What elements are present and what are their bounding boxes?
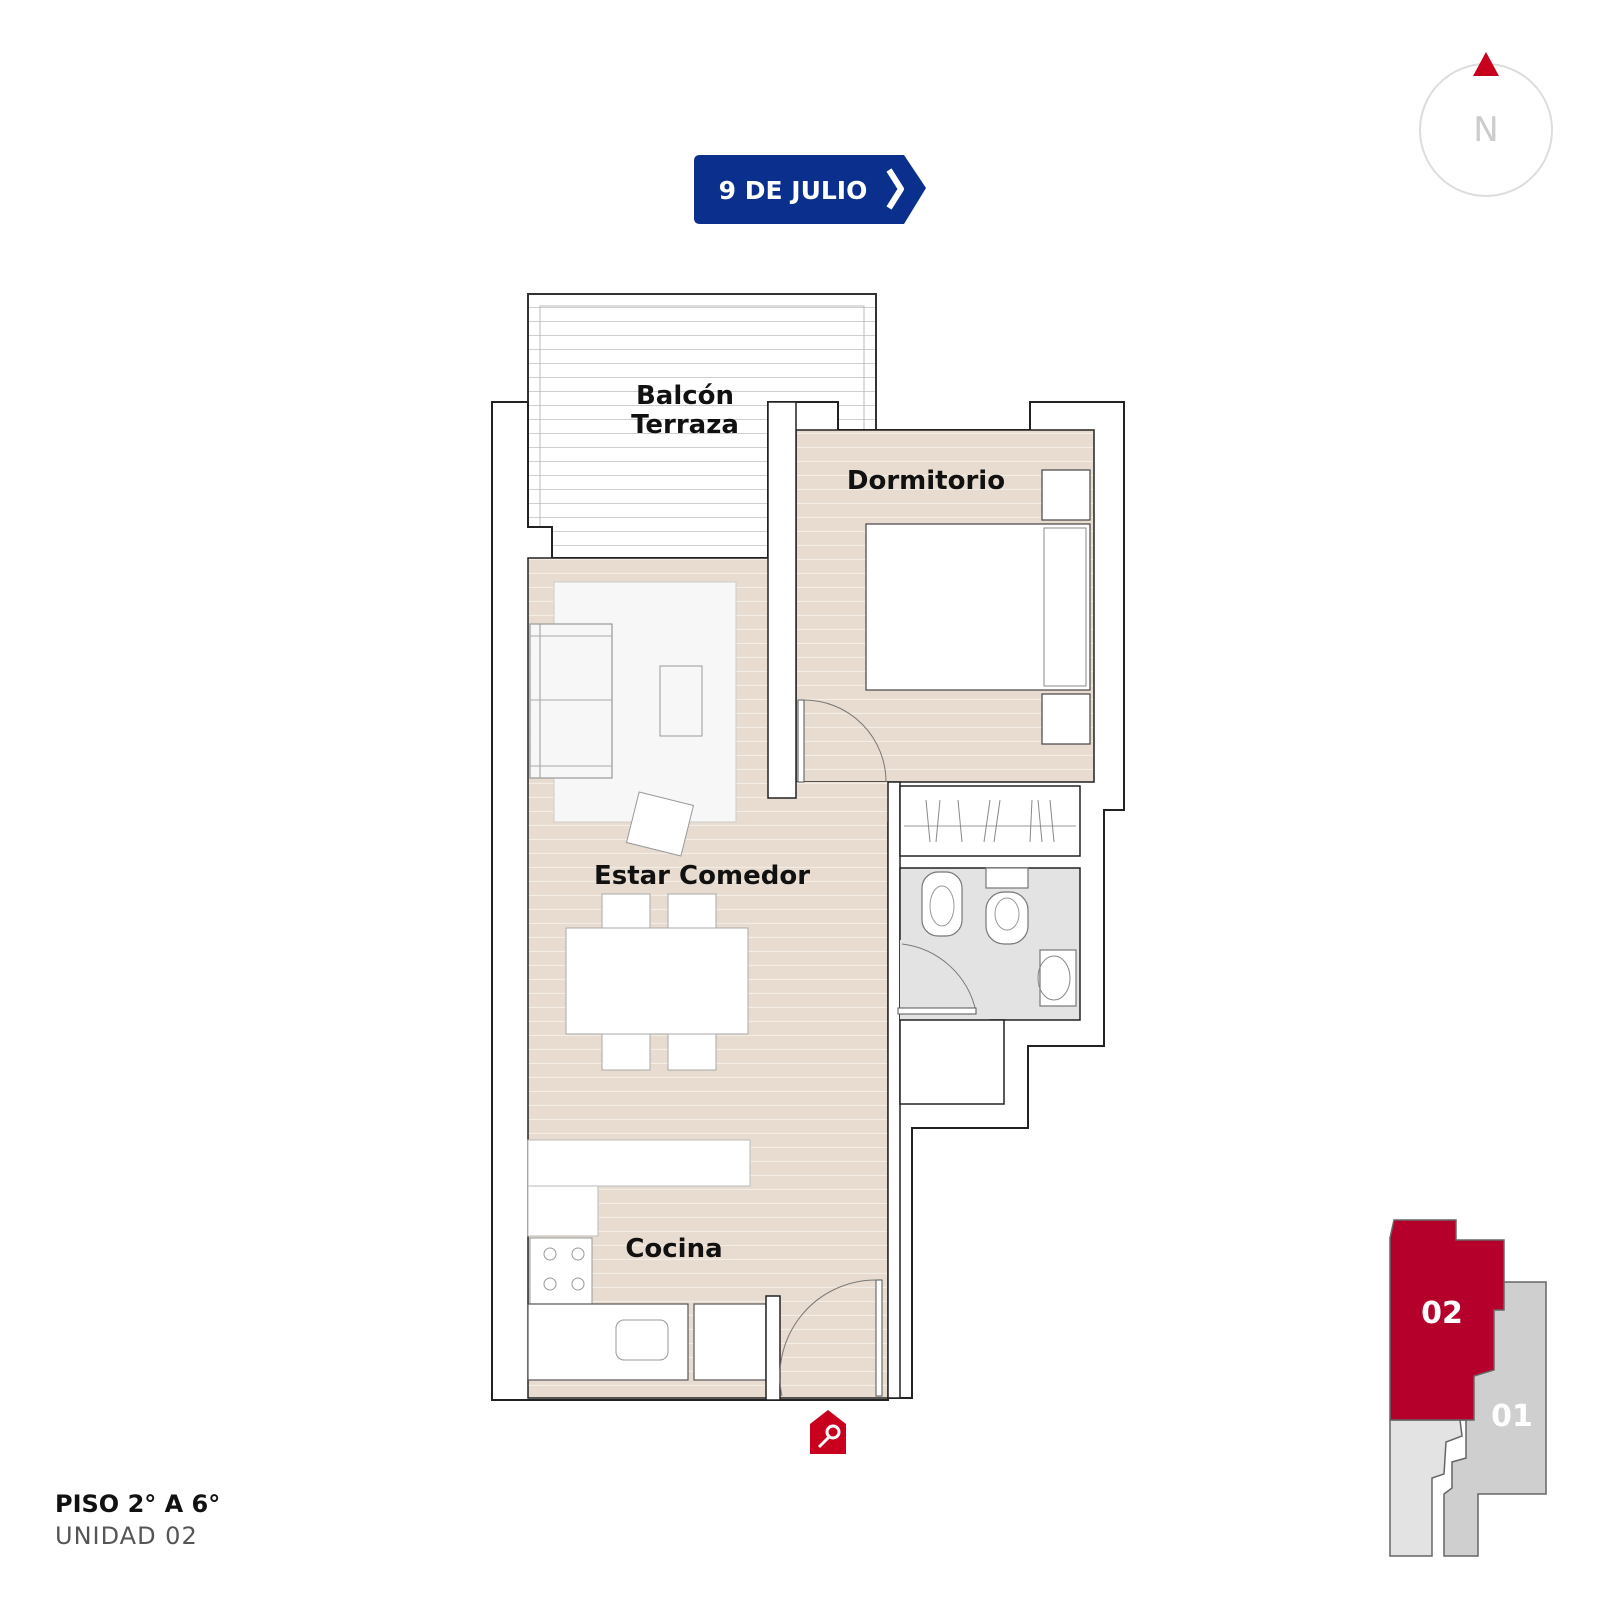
- key-plan-label-01: 01: [1491, 1399, 1533, 1434]
- interior-wall-east: [887, 781, 901, 1399]
- dining-set: [565, 893, 749, 1071]
- nightstand-bottom: [1041, 693, 1091, 745]
- plan-footer: PISO 2° A 6° UNIDAD 02: [55, 1488, 220, 1552]
- fridge: [693, 1303, 767, 1381]
- toilet-icon: [985, 867, 1029, 945]
- key-plan-unit-02: [1389, 1219, 1505, 1421]
- unit-name: UNIDAD 02: [55, 1522, 198, 1550]
- sofa: [529, 623, 613, 779]
- street-banner: 9 DE JULIO: [694, 155, 926, 224]
- bedroom-door[interactable]: [797, 699, 887, 783]
- key-icon: [810, 1410, 846, 1454]
- label-balcony-1: Balcón: [636, 381, 734, 411]
- bathroom[interactable]: [897, 867, 1081, 1021]
- compass-letter: N: [1473, 110, 1498, 150]
- label-living: Estar Comedor: [594, 861, 810, 891]
- sink-icon: [1037, 949, 1077, 1007]
- label-kitchen: Cocina: [625, 1234, 722, 1264]
- coffee-table: [659, 665, 703, 737]
- street-name: 9 DE JULIO: [719, 176, 868, 205]
- kitchen-wall-stub: [765, 1295, 781, 1401]
- closet[interactable]: [899, 785, 1081, 857]
- corridor-floor: [796, 782, 888, 822]
- label-bedroom: Dormitorio: [847, 466, 1005, 496]
- compass: N: [1419, 52, 1553, 197]
- entry-door[interactable]: [779, 1279, 883, 1397]
- north-arrow-icon: [1473, 52, 1499, 76]
- armchair: [625, 791, 695, 857]
- counter-upper: [527, 1185, 599, 1237]
- kitchen-island: [527, 1139, 751, 1187]
- kitchen-sink-icon: [615, 1319, 669, 1361]
- chevron-right-icon: [886, 168, 904, 210]
- storage: [899, 1019, 1005, 1105]
- key-plan: 02 01: [1389, 1219, 1547, 1557]
- key-plan-label-02: 02: [1421, 1296, 1463, 1331]
- bed: [865, 523, 1091, 691]
- nightstand-top: [1041, 469, 1091, 521]
- key-plan-core: [1389, 1419, 1463, 1557]
- interior-wall: [767, 401, 797, 799]
- label-balcony-2: Terraza: [631, 410, 739, 440]
- floor-range: PISO 2° A 6°: [55, 1490, 221, 1518]
- stove-icon: [529, 1237, 593, 1305]
- bidet-icon: [921, 871, 963, 937]
